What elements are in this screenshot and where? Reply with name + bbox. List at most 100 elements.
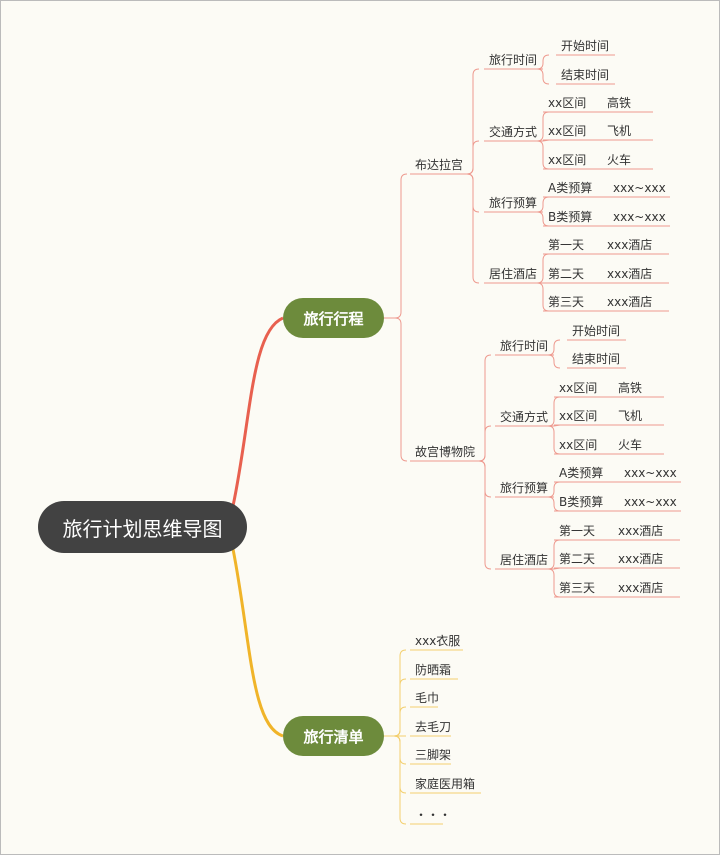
branch-connector: [384, 173, 408, 319]
group-node[interactable]: 旅行预算: [498, 480, 548, 496]
group-node-label: 居住酒店: [500, 553, 549, 567]
detail-node-label: 第二天: [548, 267, 585, 281]
detail-node-label: 第一天: [548, 238, 585, 252]
detail-node[interactable]: 第三天 xxx酒店: [546, 294, 652, 310]
branch-connector: [547, 354, 561, 369]
group-node-label: 旅行时间: [500, 339, 549, 353]
detail-node[interactable]: 结束时间: [559, 67, 609, 83]
place-node[interactable]: 故宫博物院: [413, 444, 475, 460]
detail-node-label: 第二天: [559, 552, 596, 566]
root-node[interactable]: 旅行计划思维导图: [38, 501, 247, 553]
detail-node[interactable]: B类预算 xxx~xxx: [546, 209, 666, 225]
detail-node-label: 第三天: [548, 295, 585, 309]
group-node-label: 交通方式: [489, 125, 538, 139]
group-node[interactable]: 旅行预算: [487, 195, 537, 211]
detail-node-label: 结束时间: [561, 68, 610, 82]
detail-node-label: xx区间: [559, 409, 598, 423]
detail-node[interactable]: A类预算 xxx~xxx: [557, 465, 677, 481]
checklist-item[interactable]: xxx衣服: [413, 633, 460, 649]
place-node[interactable]: 布达拉宫: [413, 157, 463, 173]
branch-connector: [536, 68, 550, 85]
group-node[interactable]: 居住酒店: [498, 552, 548, 568]
detail-node-value: 火车: [618, 438, 643, 452]
detail-node[interactable]: 开始时间: [559, 38, 609, 54]
detail-node-label: 第三天: [559, 581, 596, 595]
checklist-item-label: 防晒霜: [415, 663, 452, 677]
branch-connector: [547, 339, 561, 356]
group-node-label: 居住酒店: [489, 267, 538, 281]
checklist-item[interactable]: 去毛刀: [413, 719, 451, 735]
detail-node-value: 火车: [607, 153, 632, 167]
detail-node[interactable]: xx区间 飞机: [557, 408, 642, 424]
detail-node[interactable]: 第二天 xxx酒店: [557, 551, 663, 567]
detail-node[interactable]: xx区间 火车: [546, 152, 631, 168]
branch-connector: [466, 173, 480, 284]
detail-node[interactable]: A类预算 xxx~xxx: [546, 180, 666, 196]
branch-connector: [536, 211, 550, 227]
checklist-item-label: ・・・: [415, 808, 452, 822]
branch-connector: [478, 425, 492, 462]
detail-node-label: xx区间: [548, 124, 587, 138]
detail-node-label: xx区间: [548, 153, 587, 167]
checklist-item[interactable]: 毛巾: [413, 690, 439, 706]
detail-node[interactable]: 结束时间: [570, 351, 620, 367]
branch-connector: [384, 317, 408, 462]
branch-connector: [536, 282, 550, 312]
detail-node[interactable]: 第三天 xxx酒店: [557, 580, 663, 596]
branch-connector: [466, 140, 480, 175]
group-node[interactable]: 居住酒店: [487, 266, 537, 282]
detail-node-value: 飞机: [607, 124, 632, 138]
detail-node-value: xxx酒店: [607, 238, 653, 252]
detail-node-value: xxx酒店: [607, 295, 653, 309]
group-node-label: 交通方式: [500, 410, 549, 424]
detail-node-value: 飞机: [618, 409, 643, 423]
detail-node[interactable]: B类预算 xxx~xxx: [557, 494, 677, 510]
detail-node[interactable]: xx区间高铁: [557, 380, 642, 396]
detail-node[interactable]: xx区间火车: [557, 437, 642, 453]
group-node[interactable]: 旅行时间: [487, 52, 537, 68]
root-to-itinerary-curve: [231, 316, 284, 507]
detail-node[interactable]: 开始时间: [570, 323, 620, 339]
checklist-item[interactable]: 家庭医用箱: [413, 776, 475, 792]
branch-connector: [536, 140, 550, 170]
detail-node-label: 开始时间: [572, 324, 621, 338]
place-node-label: 布达拉宫: [415, 158, 464, 172]
checklist-item[interactable]: 三脚架: [413, 747, 451, 763]
branch-itinerary[interactable]: 旅行行程: [283, 298, 384, 338]
group-node[interactable]: 交通方式: [487, 124, 537, 140]
detail-node-label: 第一天: [559, 524, 596, 538]
detail-node[interactable]: 第一天 xxx酒店: [546, 237, 652, 253]
checklist-item-label: 毛巾: [415, 691, 440, 705]
group-node-label: 旅行预算: [500, 481, 549, 495]
checklist-item-label: 三脚架: [415, 748, 452, 762]
detail-node-value: xxx~xxx: [624, 495, 677, 509]
checklist-item-label: 家庭医用箱: [415, 777, 476, 791]
detail-node-value: xxx~xxx: [624, 466, 677, 480]
branch-connector: [384, 735, 407, 794]
group-node[interactable]: 旅行时间: [498, 338, 548, 354]
checklist-item[interactable]: ・・・: [413, 807, 451, 823]
detail-node-value: xxx酒店: [618, 581, 664, 595]
branch-checklist[interactable]: 旅行清单: [283, 716, 384, 756]
detail-node-label: A类预算: [548, 181, 593, 195]
branch-connector: [536, 54, 550, 70]
detail-node-label: A类预算: [559, 466, 604, 480]
detail-node[interactable]: xx区间高铁: [546, 95, 631, 111]
detail-node-label: B类预算: [559, 495, 604, 509]
branch-connector: [384, 706, 407, 737]
branch-connector: [384, 735, 407, 825]
detail-node[interactable]: xx区间 飞机: [546, 123, 631, 139]
detail-node-value: xxx~xxx: [613, 210, 666, 224]
group-node[interactable]: 交通方式: [498, 409, 548, 425]
detail-node-label: xx区间: [559, 381, 598, 395]
branch-connector: [478, 460, 492, 570]
detail-node-value: xxx~xxx: [613, 181, 666, 195]
detail-node-label: xx区间: [548, 96, 587, 110]
detail-node-label: B类预算: [548, 210, 593, 224]
group-node-label: 旅行时间: [489, 53, 538, 67]
detail-node-value: xxx酒店: [618, 552, 664, 566]
checklist-item[interactable]: 防晒霜: [413, 662, 451, 678]
